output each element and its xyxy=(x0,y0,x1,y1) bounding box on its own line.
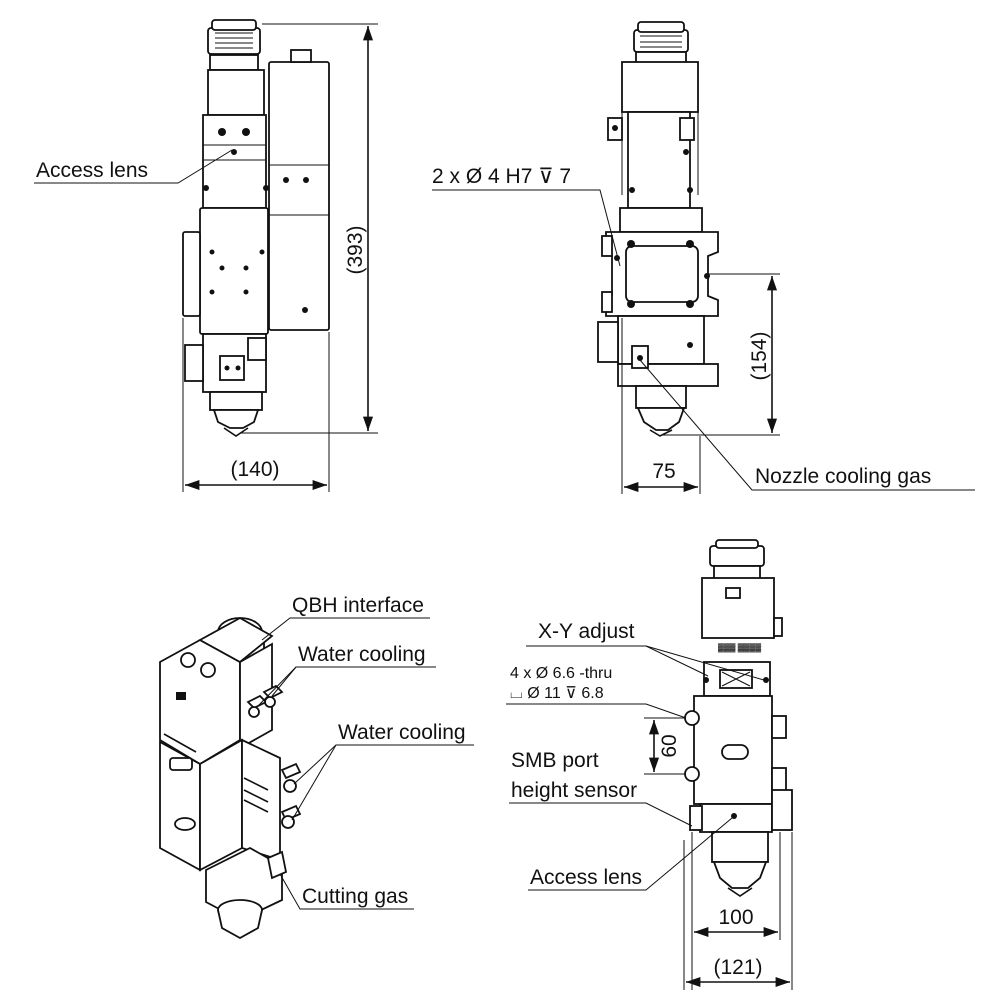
rear-view: ▓▓▓ ▓▓▓▓ X-Y adjust 4 x Ø 6.6 -thru ⌴ Ø … xyxy=(506,539,793,990)
leader-line xyxy=(271,666,436,697)
leader-line xyxy=(34,149,233,184)
front-width-dimension: (140) xyxy=(230,458,279,481)
leader-line xyxy=(279,873,414,910)
qbh-interface-label: QBH interface xyxy=(292,594,424,617)
leader-line xyxy=(528,817,733,891)
counterbore-label: ⌴ Ø 11 ⊽ 6.8 xyxy=(510,685,604,702)
leader-line xyxy=(261,617,430,641)
leader-line xyxy=(432,189,621,267)
side-height-dimension: (154) xyxy=(748,331,771,380)
side-width-dimension: 75 xyxy=(652,460,675,483)
smb-port-label: SMB port xyxy=(511,749,599,772)
rear-access-lens-label: Access lens xyxy=(530,866,642,889)
height-sensor-label: height sensor xyxy=(511,779,637,802)
svg-text:▓▓▓ ▓▓▓▓: ▓▓▓ ▓▓▓▓ xyxy=(718,643,761,653)
cutting-gas-label: Cutting gas xyxy=(302,885,408,908)
leader-line xyxy=(639,359,975,491)
front-view: (393) (140) Access lens xyxy=(34,19,378,492)
hole-spacing-dimension: 60 xyxy=(658,734,681,757)
front-access-lens-label: Access lens xyxy=(36,159,148,182)
leader-line xyxy=(293,744,474,785)
inner-width-dimension: 100 xyxy=(718,906,753,929)
xy-adjust-label: X-Y adjust xyxy=(538,620,635,643)
isometric-view: QBH interface Water cooling Water coolin… xyxy=(159,594,474,940)
front-height-dimension: (393) xyxy=(344,225,367,274)
hole-spec-label: 2 x Ø 4 H7 ⊽ 7 xyxy=(432,165,571,188)
thru-hole-label: 4 x Ø 6.6 -thru xyxy=(510,665,612,682)
side-view: 2 x Ø 4 H7 ⊽ 7 (154) 75 Nozzle cooling g… xyxy=(432,21,975,494)
leader-line xyxy=(509,802,693,827)
water-cooling-label-2: Water cooling xyxy=(338,721,466,744)
leader-line xyxy=(506,703,687,719)
outer-width-dimension: (121) xyxy=(713,956,762,979)
water-cooling-label-1: Water cooling xyxy=(298,643,426,666)
nozzle-cooling-label: Nozzle cooling gas xyxy=(755,465,931,488)
